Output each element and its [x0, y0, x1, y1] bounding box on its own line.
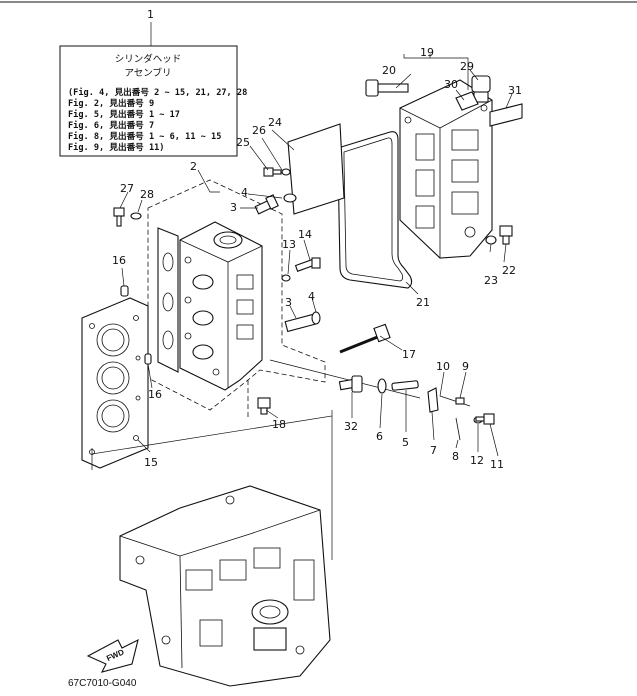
callout-14: 14	[298, 228, 312, 241]
spring-9	[455, 397, 465, 405]
callout-10: 10	[436, 360, 450, 373]
callout-2: 2	[190, 160, 197, 173]
bolt-25	[263, 167, 282, 177]
screw-11	[475, 413, 495, 425]
callout-numbers: 1 2 3 4 3 4 5 6 7 8 9 10 11 12 13 14 15 …	[112, 8, 522, 471]
seal-ring-6	[377, 378, 387, 394]
fwd-arrow: FWD	[86, 638, 139, 673]
callout-17: 17	[402, 348, 416, 361]
callout-21: 21	[416, 296, 430, 309]
bracket-7	[427, 387, 439, 413]
legend-line: Fig. 2, 見出番号 9	[68, 97, 154, 109]
callout-20: 20	[382, 64, 396, 77]
anode-bolt-lower	[284, 313, 316, 333]
head-gasket	[81, 297, 149, 469]
legend-line: Fig. 9, 見出番号 11)	[68, 141, 164, 153]
bolt-20	[365, 79, 409, 97]
bolt-22	[499, 225, 513, 245]
callout-19: 19	[420, 46, 434, 59]
callout-18: 18	[272, 418, 286, 431]
cylinder-head	[179, 221, 263, 391]
legend-box: シリンダヘッド アセンブリ (Fig. 4, 見出番号 2 ~ 15, 21, …	[59, 22, 247, 157]
callout-13: 13	[282, 238, 296, 251]
sensor-32	[338, 375, 363, 393]
callout-7: 7	[430, 444, 437, 457]
legend-line: Fig. 5, 見出番号 1 ~ 17	[68, 108, 180, 120]
cylinder-block	[119, 485, 331, 687]
legend-line: (Fig. 4, 見出番号 2 ~ 15, 21, 27, 28	[68, 86, 247, 98]
bolt-27	[113, 207, 125, 227]
callout-4-upper: 4	[241, 186, 248, 199]
callout-1: 1	[147, 8, 154, 21]
clip-8	[455, 417, 461, 441]
oil-filler-cap	[471, 75, 491, 103]
callout-26: 26	[252, 124, 266, 137]
cylinder-head-assembly-outline	[147, 169, 326, 418]
washer-13	[281, 274, 291, 282]
bolt-18	[257, 397, 271, 415]
legend-title-line2: アセンブリ	[124, 67, 171, 79]
callout-16-lower: 16	[148, 388, 162, 401]
o-ring-lower	[311, 311, 321, 325]
legend-line: Fig. 6, 見出番号 7	[68, 119, 154, 131]
callout-6: 6	[376, 430, 383, 443]
pin-5	[391, 380, 419, 391]
callout-4-lower: 4	[308, 290, 315, 303]
callout-25: 25	[236, 136, 250, 149]
cover-plate-24	[287, 123, 345, 215]
callout-9: 9	[462, 360, 469, 373]
callout-3-upper: 3	[230, 201, 237, 214]
washer-28	[130, 212, 142, 220]
callout-5: 5	[402, 436, 409, 449]
washer-23	[485, 235, 497, 245]
dowel-pin-lower	[144, 353, 152, 365]
callout-30: 30	[444, 78, 458, 91]
callout-27: 27	[120, 182, 134, 195]
clip-10	[439, 395, 471, 407]
callout-31: 31	[508, 84, 522, 97]
callout-3-lower: 3	[285, 296, 292, 309]
dowel-pin-upper	[120, 285, 129, 297]
intake-side-gasket	[157, 227, 179, 373]
callout-11: 11	[490, 458, 504, 471]
callout-8: 8	[452, 450, 459, 463]
legend-line: Fig. 8, 見出番号 1 ~ 6, 11 ~ 15	[68, 130, 221, 142]
bolt-14	[294, 257, 321, 272]
drawing-code: 67C7010-G040	[68, 678, 137, 689]
bolt-17	[339, 323, 391, 354]
callout-16-upper: 16	[112, 254, 126, 267]
label-plate-31	[489, 103, 523, 127]
callout-23: 23	[484, 274, 498, 287]
legend-title-line1: シリンダヘッド	[115, 53, 182, 65]
cylinder-head-cover	[399, 79, 493, 259]
callout-28: 28	[140, 188, 154, 201]
washer-26	[281, 168, 291, 176]
o-ring-upper	[283, 193, 297, 203]
callout-12: 12	[470, 454, 484, 467]
callout-15: 15	[144, 456, 158, 469]
leader-lines	[119, 69, 513, 457]
callout-24: 24	[268, 116, 282, 129]
callout-29: 29	[460, 60, 474, 73]
callout-22: 22	[502, 264, 516, 277]
callout-32: 32	[344, 420, 358, 433]
